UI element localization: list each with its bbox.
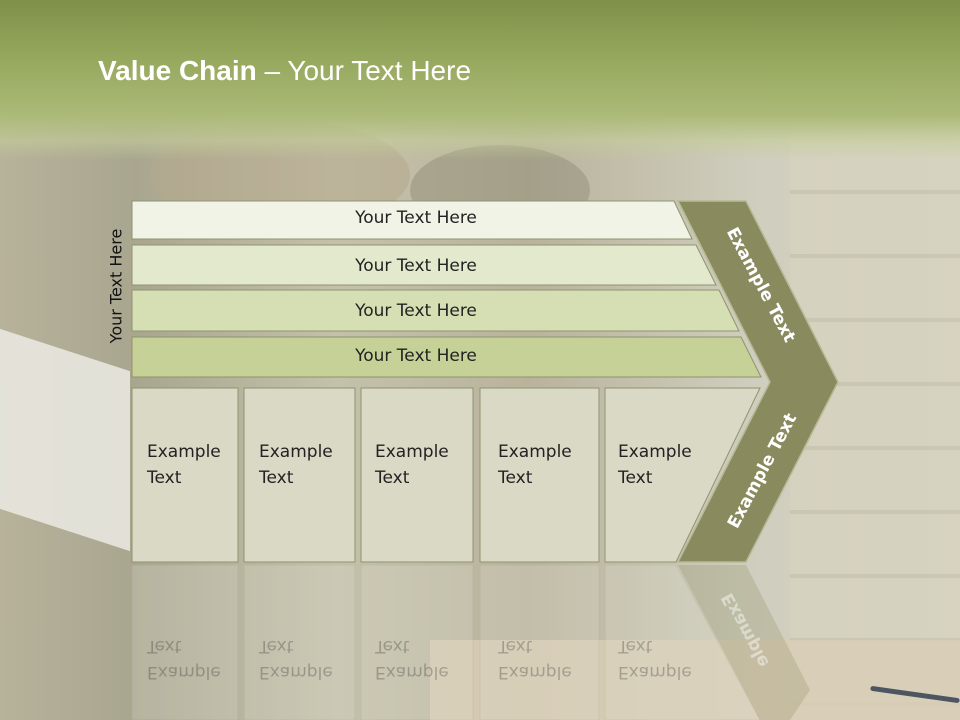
box-3-line2: Text (375, 468, 410, 488)
box-refl-5-line2: Text (618, 636, 653, 656)
box-reflection-1: Example Text (147, 633, 221, 685)
box-1-line1: Example (147, 442, 221, 462)
box-refl-5-line1: Example (618, 662, 692, 682)
box-4-line1: Example (498, 442, 572, 462)
box-refl-2-line1: Example (259, 662, 333, 682)
title-banner (0, 0, 960, 160)
box-refl-3-line1: Example (375, 662, 449, 682)
box-4-line2: Text (498, 468, 533, 488)
box-reflection-3: Example Text (375, 633, 449, 685)
box-5-line1: Example (618, 442, 692, 462)
box-refl-2-line2: Text (259, 636, 294, 656)
box-refl-3-line2: Text (375, 636, 410, 656)
activity-box-2 (243, 387, 356, 563)
chain-bar-1 (131, 200, 693, 240)
box-refl-4-line2: Text (498, 636, 533, 656)
bar-label-1: Your Text Here (355, 208, 477, 228)
boxes-reflection (131, 564, 761, 720)
slide-title: Value Chain – Your Text Here (98, 55, 471, 87)
box-2-line2: Text (259, 468, 294, 488)
activity-box-1 (131, 387, 239, 563)
box-refl-1-line2: Text (147, 636, 182, 656)
box-1-line2: Text (147, 468, 182, 488)
activity-box-5 (604, 387, 761, 563)
bar-label-2: Your Text Here (355, 256, 477, 276)
chain-bar-4 (131, 336, 762, 378)
bar-label-4: Your Text Here (355, 346, 477, 366)
title-bold: Value Chain (98, 55, 257, 86)
activity-box-4 (479, 387, 600, 563)
box-3-line1: Example (375, 442, 449, 462)
chain-bar-2 (131, 244, 717, 286)
box-refl-1-line1: Example (147, 662, 221, 682)
bar-label-3: Your Text Here (355, 301, 477, 321)
box-2-line1: Example (259, 442, 333, 462)
box-5-line2: Text (618, 468, 653, 488)
box-refl-4-line1: Example (498, 662, 572, 682)
title-rest: – Your Text Here (256, 55, 472, 86)
chevron-arrow (676, 200, 839, 563)
box-reflection-5: Example Text (618, 633, 692, 685)
chain-bar-3 (131, 289, 740, 332)
activity-box-3 (360, 387, 474, 563)
chevron-arrow-reflection (678, 565, 810, 720)
box-reflection-4: Example Text (498, 633, 572, 685)
box-reflection-2: Example Text (259, 633, 333, 685)
